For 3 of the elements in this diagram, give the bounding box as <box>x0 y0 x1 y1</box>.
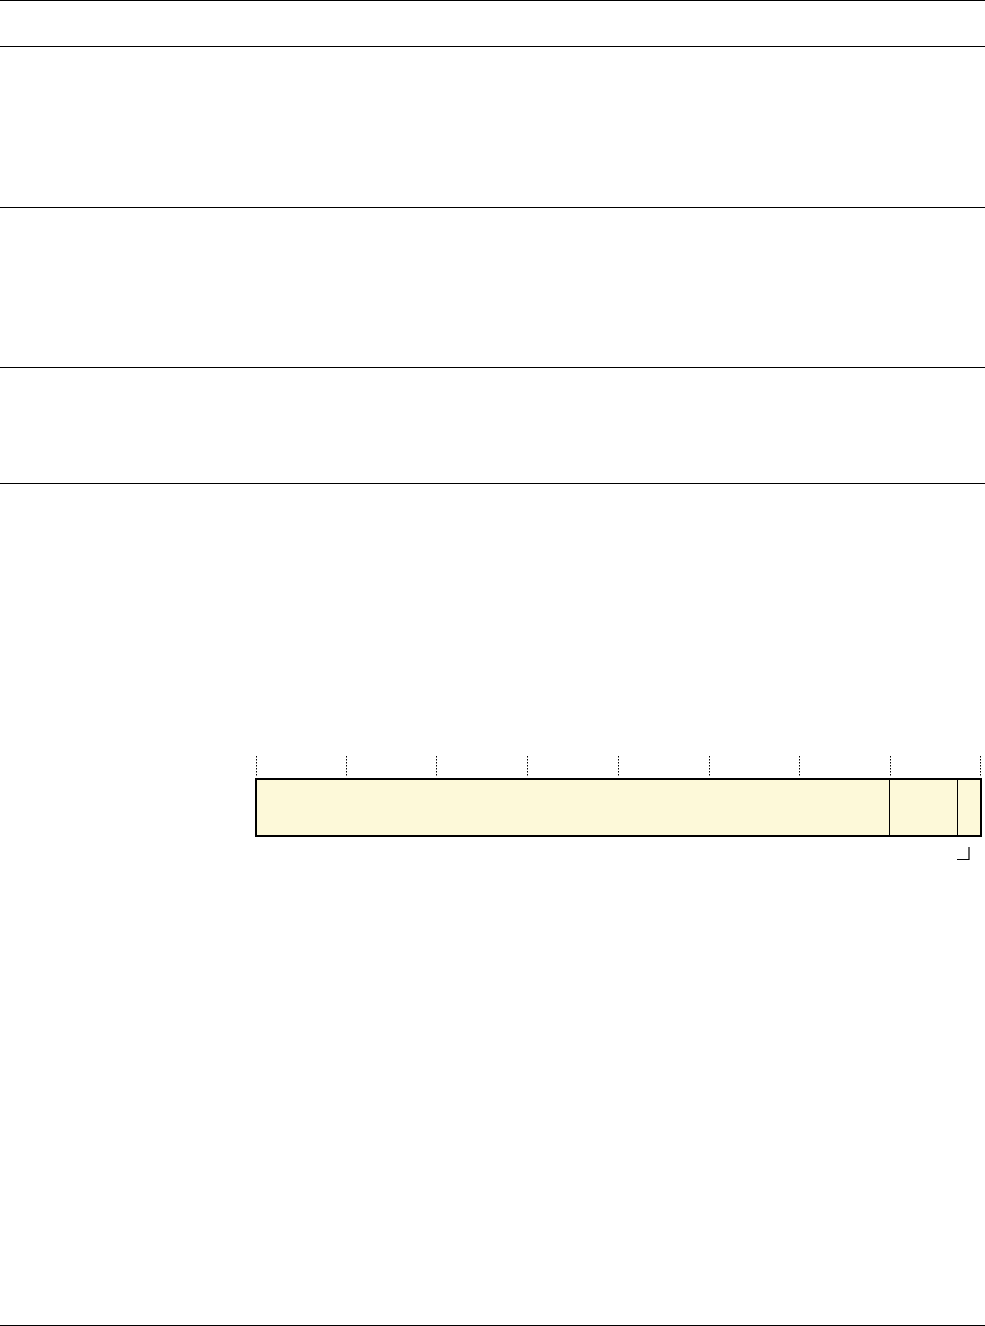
bar-segment <box>889 778 959 837</box>
bar-segment <box>957 778 982 837</box>
bar-segment <box>255 778 891 837</box>
